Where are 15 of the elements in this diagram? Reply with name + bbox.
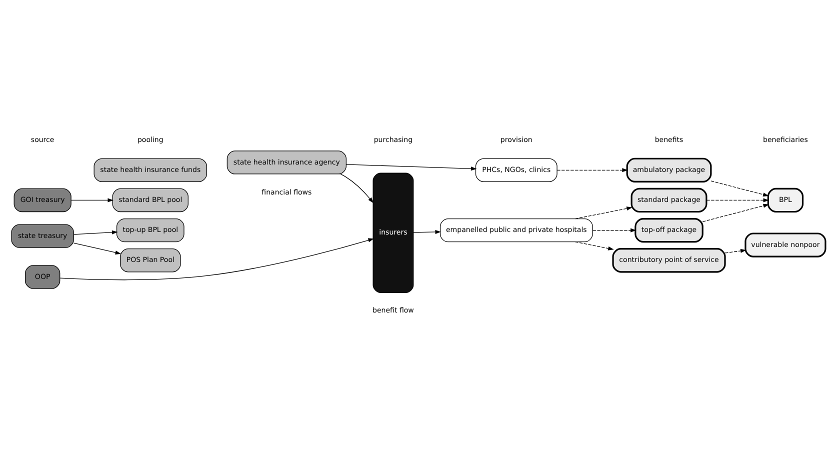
- arrow: [556, 168, 628, 172]
- arrow: [413, 230, 442, 234]
- arrow: [70, 198, 114, 202]
- arrow: [574, 242, 614, 250]
- arrow: [73, 242, 122, 255]
- arrow: [60, 238, 374, 280]
- arrow: [346, 164, 477, 171]
- arrow: [592, 228, 636, 232]
- arrow: [73, 230, 118, 235]
- arrow: [702, 204, 770, 222]
- arrow: [724, 248, 746, 254]
- arrow: [710, 180, 769, 197]
- arrow: [574, 206, 632, 220]
- arrow: [340, 174, 374, 204]
- arrow: [706, 198, 770, 202]
